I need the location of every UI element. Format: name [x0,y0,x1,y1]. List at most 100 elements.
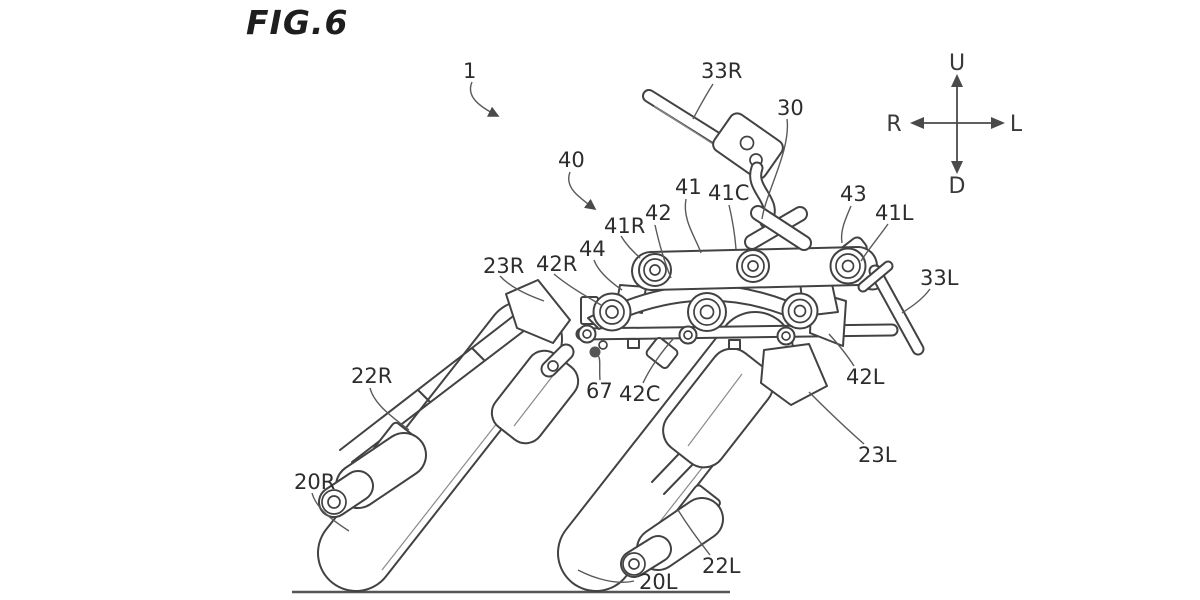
tie-rod-joint-center-center [683,330,693,340]
left-fender-accent [687,373,743,447]
part-label-44: 44 [579,237,606,261]
leader-line-41C [728,204,737,250]
handlebar-33R-accent [653,105,717,147]
leader-line-42R [553,273,602,306]
leader-line-22R [369,387,410,431]
left-wheel-assembly [557,311,794,592]
right-fender-accent [513,368,559,427]
tie-rod-stub [728,339,741,350]
handlebar-33R-fill [644,91,729,148]
joint-42L [781,292,819,330]
joint-41R-ring [643,258,667,282]
part-label-42L: 42L [846,365,885,389]
part-label-23L: 23L [858,443,897,467]
compass-label-left-side: L [1010,112,1023,137]
right-knuckle-23R [505,279,571,344]
leader-line-44 [593,259,623,291]
leader-line-33L [901,288,931,314]
right-wheel-20R-fill [319,302,561,590]
leader-line-23L [808,391,865,445]
tie-rod-fill [577,325,897,339]
right-brake-piston-fill [320,472,372,516]
part-label-42: 42 [645,201,672,225]
figure-title: FIG.6 [246,3,348,42]
direction-compass: U D R L [886,51,1023,199]
right-steering-stop-face [547,360,559,372]
part-label-22L: 22L [702,554,741,578]
clamp-block-hole [739,135,755,151]
leader-line-23R [499,275,545,302]
part-label-30: 30 [777,96,804,120]
compass-label-up: U [949,51,965,76]
joint-42R-center [605,305,619,319]
joint-42C-ring [693,298,721,326]
compass-label-right-side: R [886,112,901,137]
joint-42R-ring [599,299,625,325]
tie-rod-joint-right-center [582,329,592,339]
leader-line-20R [311,492,350,532]
part-label-23R: 23R [483,254,524,278]
bolt-67 [589,346,601,358]
leader-line-43 [840,205,852,244]
tie-rod-stub [627,338,640,349]
part-label-43: 43 [840,182,867,206]
leader-line-20L [577,569,635,583]
part-label-42C: 42C [619,382,660,406]
tie-rod-joint-center [678,325,698,345]
part-label-40: 40 [558,148,585,172]
joint-41R-center [649,264,661,276]
joint-41C-ring [741,254,765,278]
right-fork-clamp-mark [417,389,431,403]
part-label-33R: 33R [701,59,742,83]
part-label-1: 1 [463,59,476,83]
leader-line-42C [642,337,675,384]
joint-41L-ring [835,253,861,279]
leader-line-22L [677,509,711,556]
leader-line-33R [692,83,714,120]
right-fork-clamp-mark [471,347,485,361]
joint-42L-center [793,304,807,318]
compass-label-down: D [949,174,966,199]
tie-rod-joint-left [776,326,796,346]
tie-rod-joint-left-center [781,331,791,341]
compass-arrow-right [991,117,1005,129]
right-brake-cap-center [327,495,341,509]
joint-42R [592,292,632,332]
part-label-20L: 20L [639,570,678,594]
part-label-41: 41 [675,175,702,199]
column-clamp-strap-fill [752,207,810,249]
compass-arrow-left [910,117,924,129]
part-label-20R: 20R [294,470,335,494]
handlebar-33L-fill [870,266,923,354]
leader-line-42L [828,333,855,367]
leader-line-40 [568,171,597,210]
left-fender [662,347,774,469]
steering-assembly [642,89,925,356]
compass-arrow-up [951,74,963,87]
handlebar-clamp-block [712,112,784,180]
leader-line-42 [654,224,672,279]
right-fork-tube [339,299,535,451]
joint-41C-center [747,260,759,272]
joint-41L-center [841,259,855,273]
handlebar-33L-stub-fill [859,262,892,291]
right-wheel-assembly [317,279,599,592]
joint-42L-ring [787,298,813,324]
right-brake-cap [321,489,347,515]
leader-line-41R [620,235,641,259]
leader-line-67 [597,355,601,381]
left-brake-cap-center [628,558,640,570]
leader-line-41L [860,223,889,262]
leader-line-30 [761,118,789,220]
part-label-42R: 42R [536,252,577,276]
part-label-41R: 41R [604,214,645,238]
right-steering-stop-fill [542,345,573,376]
part-label-41C: 41C [708,181,749,205]
part-label-41L: 41L [875,201,914,225]
bolt-67-washer [598,340,608,350]
left-knuckle-23L [760,343,828,406]
part-label-67: 67 [586,379,613,403]
